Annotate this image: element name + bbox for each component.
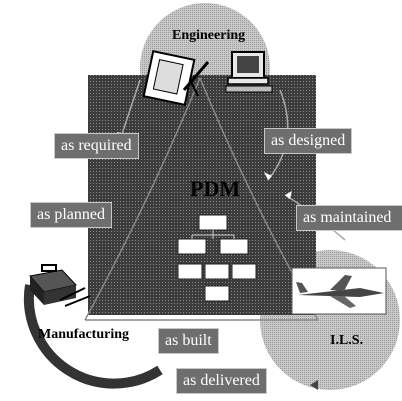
- flow-label-as-maintained: as maintained: [296, 205, 402, 231]
- ils-label: I.L.S.: [330, 333, 364, 348]
- engineering-label: Engineering: [172, 28, 246, 43]
- arrowhead: [264, 172, 272, 180]
- pdm-title: PDM: [190, 176, 241, 201]
- flow-label-as-designed: as designed: [264, 128, 353, 154]
- toolbox-icon: [29, 264, 91, 307]
- drafting-board-icon: [142, 49, 210, 107]
- flow-label-as-required: as required: [54, 133, 139, 159]
- arrowhead: [310, 380, 318, 390]
- jet-aircraft-icon: [291, 267, 387, 315]
- flow-label-as-planned: as planned: [30, 202, 112, 228]
- org-chart-icon: [177, 214, 257, 302]
- flow-label-as-built: as built: [158, 328, 219, 354]
- manufacturing-label: Manufacturing: [38, 327, 129, 342]
- computer-icon: [225, 51, 273, 93]
- arrowhead: [285, 191, 292, 199]
- manufacturing-arc: [23, 284, 163, 389]
- flow-label-as-delivered: as delivered: [176, 368, 267, 394]
